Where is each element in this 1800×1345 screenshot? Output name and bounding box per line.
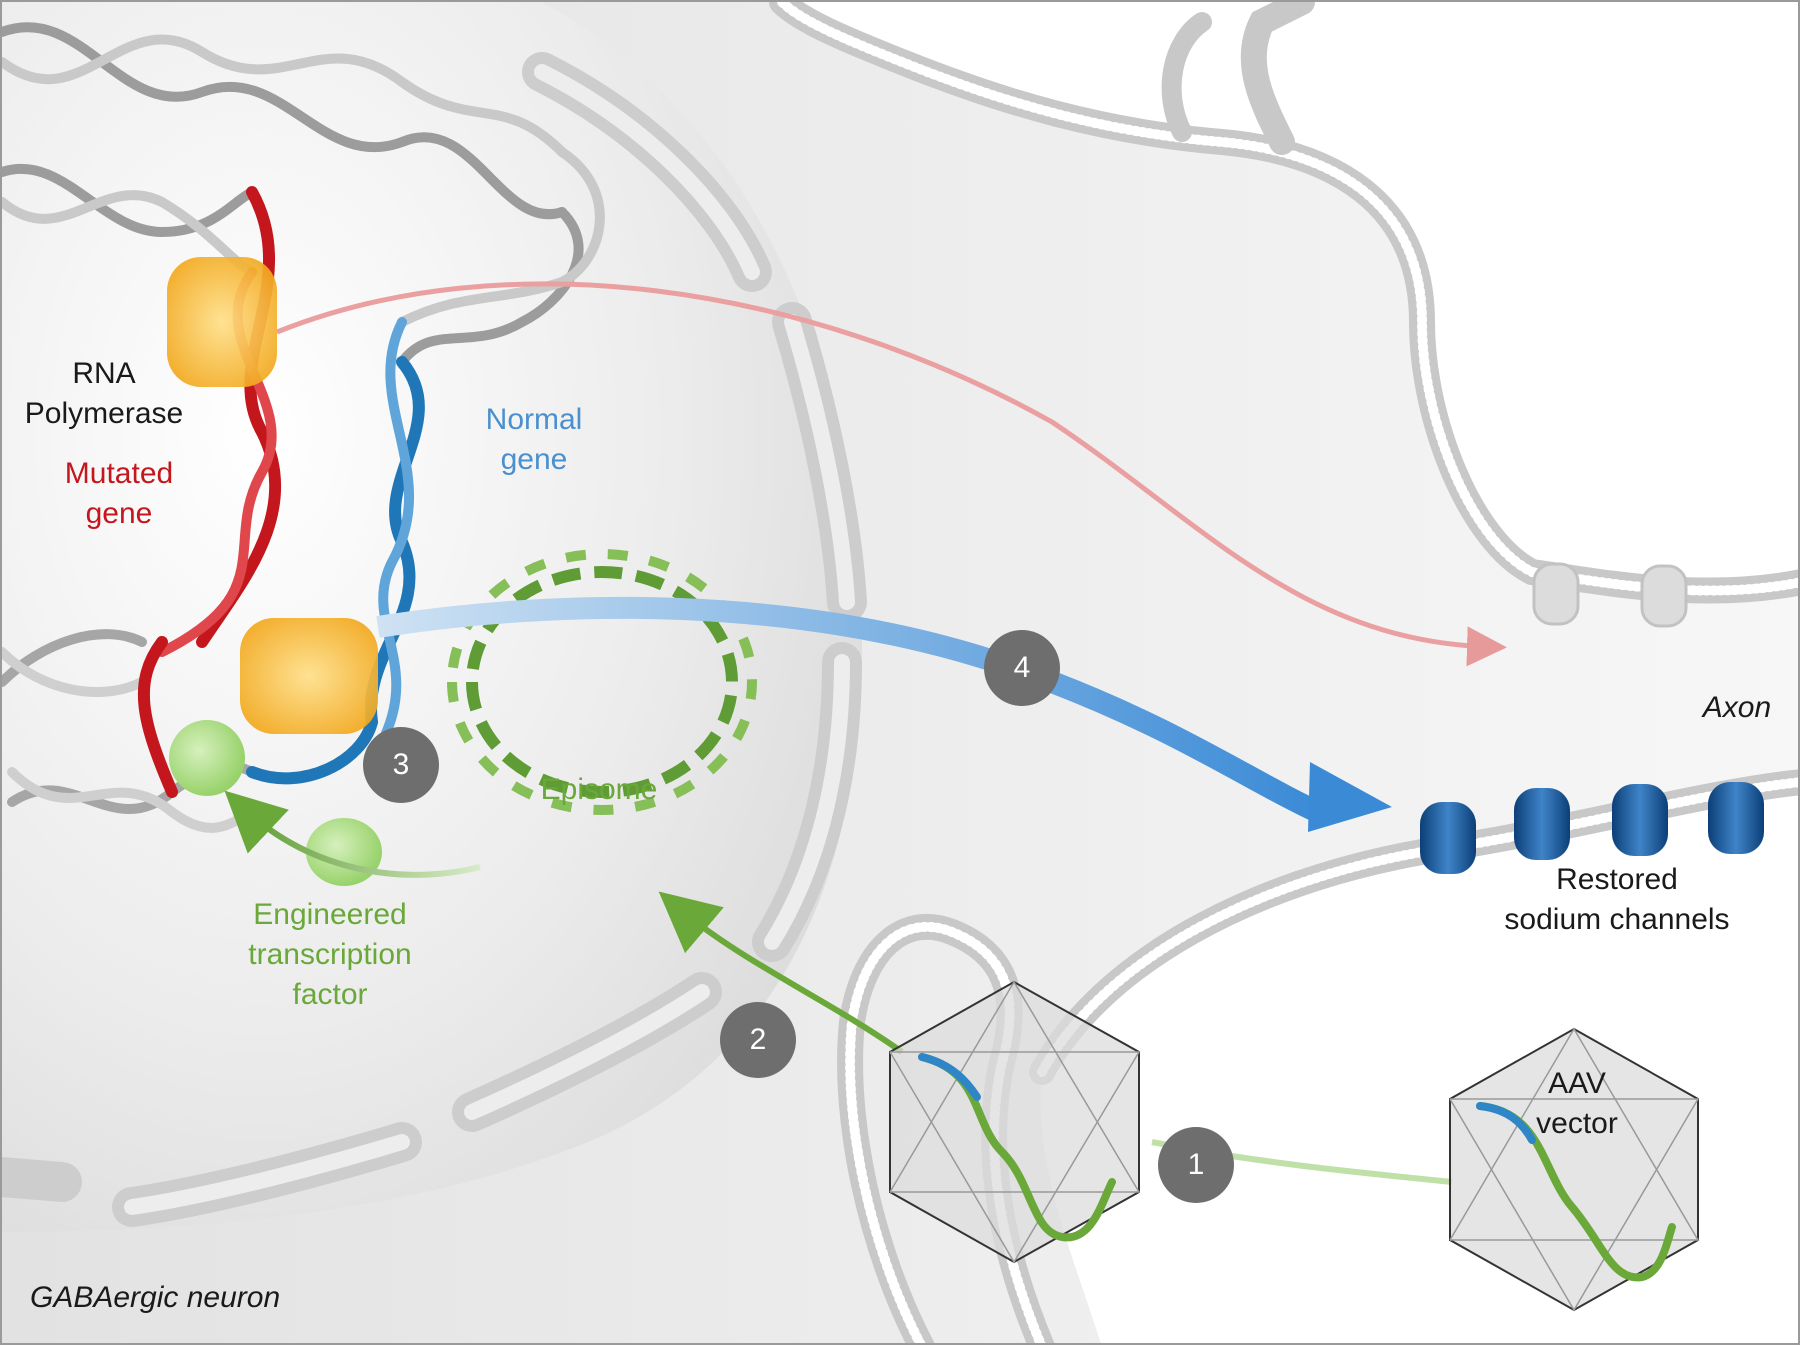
aav-vector-label: AAV vector xyxy=(1536,1067,1618,1140)
rna-polymerase-mutated xyxy=(167,257,277,387)
gabaergic-neuron-label: GABAergic neuron xyxy=(30,1281,281,1314)
extracellular-upper xyxy=(782,2,1798,591)
normal-gene-label: Normal gene xyxy=(485,403,583,476)
transcription-factor-free xyxy=(306,818,382,886)
step-3-badge: 3 xyxy=(363,727,439,803)
normal-expression-arrowhead xyxy=(1308,762,1392,832)
mutated-expression-arrow xyxy=(276,281,1507,667)
episome-ring xyxy=(447,549,758,815)
rna-polymerase-label: RNA Polymerase xyxy=(24,357,184,430)
step-2-badge: 2 xyxy=(720,1002,796,1078)
aav-vector-outside xyxy=(1449,1027,1700,1312)
inactive-channels xyxy=(1532,562,1688,628)
restored-sodium-channels xyxy=(1420,782,1764,874)
episome-label: Episome xyxy=(540,773,658,806)
normal-expression-arrow xyxy=(376,596,1327,825)
genomic-dna xyxy=(2,22,605,833)
transcription-factor-bound xyxy=(169,720,245,796)
axon-label: Axon xyxy=(1702,691,1772,724)
step-4-badge: 4 xyxy=(984,630,1060,706)
tf-to-promoter-arrow xyxy=(224,790,481,878)
nuclear-envelope xyxy=(2,52,867,1227)
aav-vector-entering xyxy=(889,980,1141,1264)
vector-to-episome-arrow xyxy=(658,891,904,1055)
engineered-transcription-factor-label: Engineered transcription factor xyxy=(248,898,412,1011)
normal-gene-helix xyxy=(246,317,425,785)
step-1-badge: 1 xyxy=(1158,1127,1234,1203)
mutated-gene-label: Mutated gene xyxy=(64,457,174,530)
restored-sodium-channels-label: Restored sodium channels xyxy=(1504,863,1730,936)
rna-polymerase-normal xyxy=(240,618,378,734)
